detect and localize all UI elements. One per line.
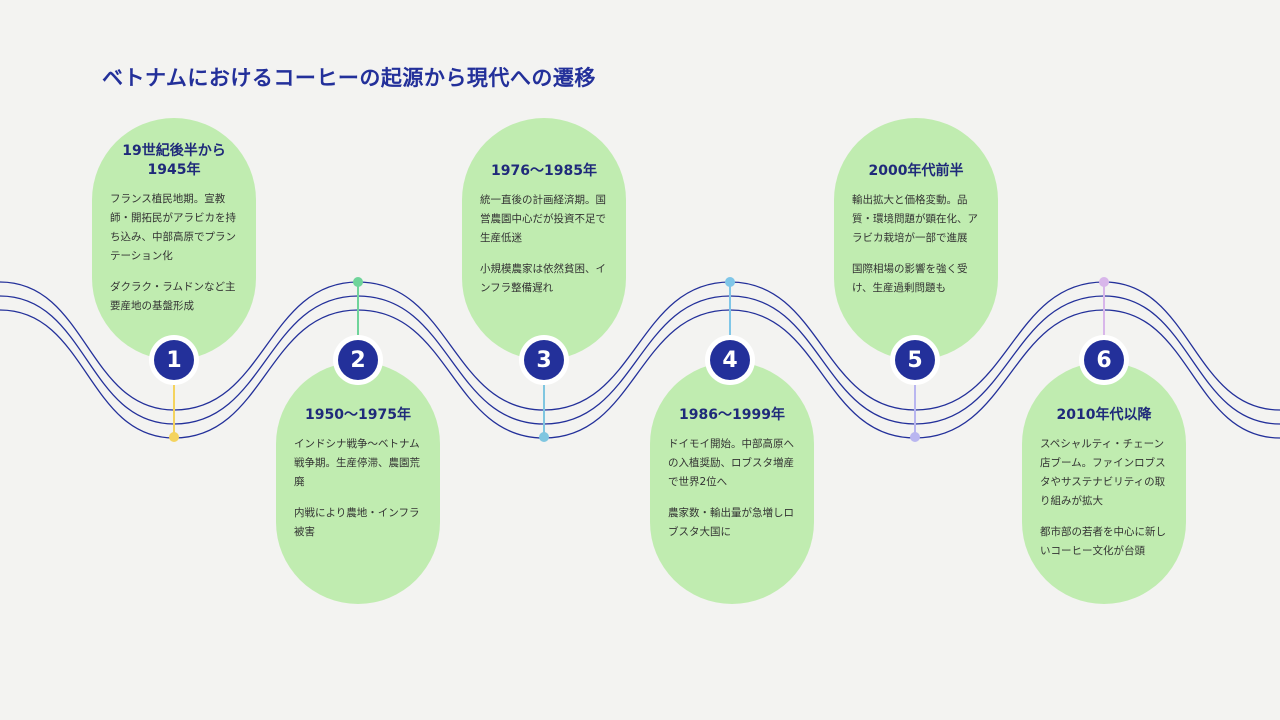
step-text-6b: 都市部の若者を中心に新しいコーヒー文化が台頭 bbox=[1040, 526, 1166, 557]
connector-dot-4 bbox=[725, 277, 735, 287]
step-card-2: 1950〜1975年 インドシナ戦争〜ベトナム戦争期。生産停滞、農園荒廃 内戦に… bbox=[276, 362, 440, 604]
step-number-2: 2 bbox=[338, 340, 378, 380]
step-badge-4: 4 bbox=[705, 335, 755, 385]
step-card-1: 19世紀後半から1945年 フランス植民地期。宣教師・開拓民がアラビカを持ち込み… bbox=[92, 118, 256, 360]
step-text-2b: 内戦により農地・インフラ被害 bbox=[294, 507, 420, 538]
step-card-6: 2010年代以降 スペシャルティ・チェーン店ブーム。ファインロブスタやサステナビ… bbox=[1022, 362, 1186, 604]
step-number-5: 5 bbox=[895, 340, 935, 380]
page-title: ベトナムにおけるコーヒーの起源から現代への遷移 bbox=[102, 66, 596, 90]
connector-dot-3 bbox=[539, 432, 549, 442]
wave-line-2 bbox=[0, 295, 1280, 425]
wave-line-1 bbox=[0, 281, 1280, 411]
step-number-6: 6 bbox=[1084, 340, 1124, 380]
step-period-5: 2000年代前半 bbox=[868, 163, 964, 179]
connector-dot-6 bbox=[1099, 277, 1109, 287]
connector-dot-2 bbox=[353, 277, 363, 287]
step-text-6a: スペシャルティ・チェーン店ブーム。ファインロブスタやサステナビリティの取り組みが… bbox=[1040, 438, 1166, 507]
step-text-5a: 輸出拡大と価格変動。品質・環境問題が顕在化、アラビカ栽培が一部で進展 bbox=[852, 194, 978, 244]
step-badge-5: 5 bbox=[890, 335, 940, 385]
step-number-3: 3 bbox=[524, 340, 564, 380]
step-card-5: 2000年代前半 輸出拡大と価格変動。品質・環境問題が顕在化、アラビカ栽培が一部… bbox=[834, 118, 998, 360]
connector-dot-5 bbox=[910, 432, 920, 442]
step-text-3b: 小規模農家は依然貧困、インフラ整備遅れ bbox=[480, 263, 606, 294]
step-period-3: 1976〜1985年 bbox=[491, 163, 597, 179]
step-text-2a: インドシナ戦争〜ベトナム戦争期。生産停滞、農園荒廃 bbox=[294, 438, 420, 488]
step-period-1: 19世紀後半から1945年 bbox=[122, 143, 226, 178]
step-period-6: 2010年代以降 bbox=[1056, 407, 1152, 423]
step-text-3a: 統一直後の計画経済期。国営農園中心だが投資不足で生産低迷 bbox=[480, 194, 606, 244]
step-text-1a: フランス植民地期。宣教師・開拓民がアラビカを持ち込み、中部高原でプランテーション… bbox=[110, 193, 236, 262]
step-number-1: 1 bbox=[154, 340, 194, 380]
step-card-4: 1986〜1999年 ドイモイ開始。中部高原への入植奨励、ロブスタ増産で世界2位… bbox=[650, 362, 814, 604]
step-text-4a: ドイモイ開始。中部高原への入植奨励、ロブスタ増産で世界2位へ bbox=[668, 438, 794, 488]
step-badge-2: 2 bbox=[333, 335, 383, 385]
step-badge-1: 1 bbox=[149, 335, 199, 385]
step-number-4: 4 bbox=[710, 340, 750, 380]
step-badge-3: 3 bbox=[519, 335, 569, 385]
step-card-3: 1976〜1985年 統一直後の計画経済期。国営農園中心だが投資不足で生産低迷 … bbox=[462, 118, 626, 360]
step-text-1b: ダクラク・ラムドンなど主要産地の基盤形成 bbox=[110, 281, 236, 312]
step-badge-6: 6 bbox=[1079, 335, 1129, 385]
step-period-4: 1986〜1999年 bbox=[679, 407, 785, 423]
step-text-4b: 農家数・輸出量が急増しロブスタ大国に bbox=[668, 507, 794, 538]
connector-dot-1 bbox=[169, 432, 179, 442]
step-period-2: 1950〜1975年 bbox=[305, 407, 411, 423]
wave-line-3 bbox=[0, 309, 1280, 439]
step-text-5b: 国際相場の影響を強く受け、生産過剰問題も bbox=[852, 263, 968, 294]
